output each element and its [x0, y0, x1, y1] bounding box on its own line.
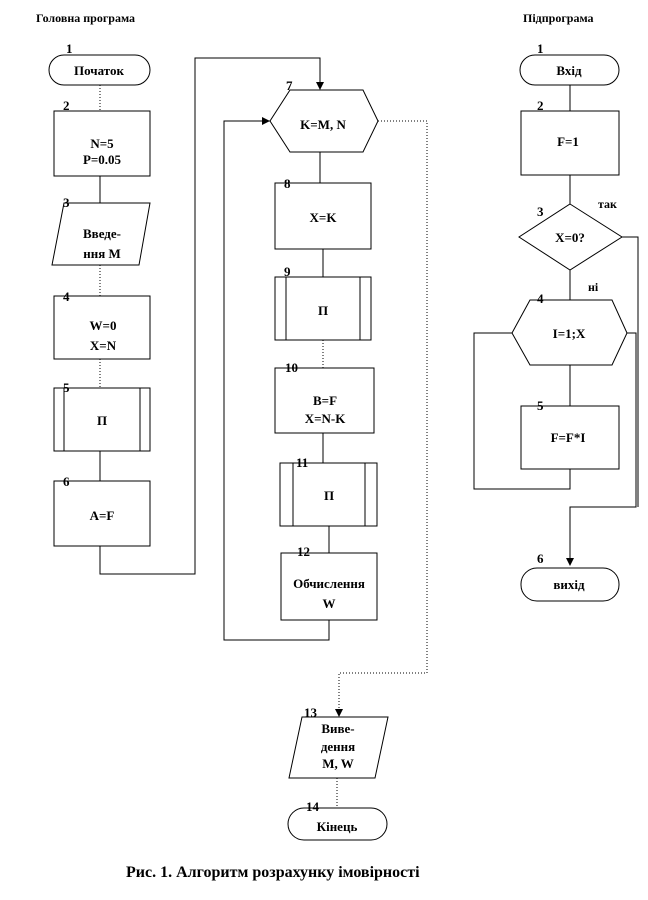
main-block-5-label: П — [97, 413, 107, 428]
sub-block-6-label: вихід — [553, 577, 585, 592]
main-block-4-line-2: X=N — [90, 338, 117, 353]
main-block-9-number: 9 — [284, 264, 291, 279]
main-block-5-number: 5 — [63, 380, 70, 395]
decision-yes-label: так — [598, 197, 617, 211]
main-block-14-end: 14 Кінець — [287, 799, 388, 841]
sub-block-4-number: 4 — [537, 291, 544, 306]
main-block-10-number: 10 — [285, 360, 298, 375]
main-block-3-line-2: ння M — [83, 246, 121, 261]
main-block-1-label: Початок — [74, 63, 124, 78]
main-block-13-number: 13 — [304, 705, 318, 720]
main-block-2-line-2: P=0.05 — [83, 152, 122, 167]
main-block-12-number: 12 — [297, 544, 310, 559]
main-block-6-process: 6 A=F — [53, 474, 151, 547]
main-block-2-line-1: N=5 — [90, 136, 114, 151]
sub-block-1-entry: 1 Вхід — [519, 41, 620, 86]
subprogram-header: Підпрограма — [523, 11, 594, 25]
sub-block-5-label: F=F*I — [551, 430, 586, 445]
sub-block-2-process: 2 F=1 — [520, 98, 620, 176]
sub-block-5-process: 5 F=F*I — [520, 398, 620, 470]
main-block-3-input: 3 Введе- ння M — [51, 195, 151, 266]
main-block-3-line-1: Введе- — [83, 226, 121, 241]
main-block-10-process: 10 B=F X=N-K — [274, 360, 375, 434]
sub-block-1-number: 1 — [537, 41, 544, 56]
main-block-5-subroutine: 5 П — [53, 380, 151, 452]
main-block-14-label: Кінець — [317, 819, 358, 834]
main-block-4-number: 4 — [63, 289, 70, 304]
main-block-12-line-2: W — [323, 596, 336, 611]
main-connectors — [99, 57, 428, 808]
main-program-header: Головна програма — [36, 11, 135, 25]
main-block-13-line-2: дення — [321, 739, 355, 754]
main-block-1-number: 1 — [66, 41, 73, 56]
main-block-3-number: 3 — [63, 195, 70, 210]
main-block-8-number: 8 — [284, 176, 291, 191]
main-block-9-subroutine: 9 П — [274, 264, 372, 341]
sub-block-2-number: 2 — [537, 98, 544, 113]
sub-block-4-loop: 4 I=1;X — [511, 291, 628, 366]
sub-connectors — [473, 85, 639, 566]
main-block-6-number: 6 — [63, 474, 70, 489]
main-block-8-label: X=K — [310, 210, 338, 225]
main-block-7-loop: 7 K=M, N — [269, 78, 379, 153]
sub-block-6-number: 6 — [537, 551, 544, 566]
main-block-7-number: 7 — [286, 78, 293, 93]
sub-block-1-label: Вхід — [556, 63, 582, 78]
main-block-6-label: A=F — [90, 508, 115, 523]
sub-block-6-exit: 6 вихід — [520, 551, 620, 602]
main-block-12-line-1: Обчислення — [293, 576, 365, 591]
main-block-13-line-1: Виве- — [321, 721, 354, 736]
sub-block-3-label: X=0? — [555, 230, 585, 245]
sub-block-4-label: I=1;X — [553, 326, 586, 341]
main-block-2-process: 2 N=5 P=0.05 — [53, 98, 151, 177]
main-block-2-number: 2 — [63, 98, 70, 113]
main-block-4-process: 4 W=0 X=N — [53, 289, 151, 360]
sub-block-3-number: 3 — [537, 204, 544, 219]
main-block-11-subroutine: 11 П — [279, 455, 378, 527]
figure-caption: Рис. 1. Алгоритм розрахунку імовірності — [126, 864, 420, 881]
main-block-11-label: П — [324, 488, 334, 503]
sub-block-5-number: 5 — [537, 398, 544, 413]
decision-no-label: ні — [588, 280, 599, 294]
main-block-4-line-1: W=0 — [90, 318, 117, 333]
main-block-13-line-3: M, W — [322, 756, 354, 771]
main-block-9-label: П — [318, 303, 328, 318]
main-block-10-line-2: X=N-K — [305, 411, 347, 426]
main-block-11-number: 11 — [296, 455, 308, 470]
main-block-10-line-1: B=F — [313, 393, 337, 408]
main-block-14-number: 14 — [306, 799, 320, 814]
main-block-7-label: K=M, N — [300, 117, 346, 132]
main-block-13-output: 13 Виве- дення M, W — [288, 705, 389, 779]
main-block-1-start: 1 Початок — [48, 41, 151, 86]
main-block-8-process: 8 X=K — [274, 176, 372, 250]
main-block-12-process: 12 Обчислення W — [280, 544, 378, 621]
sub-block-3-decision: 3 X=0? так ні — [518, 197, 623, 294]
sub-block-2-label: F=1 — [557, 134, 579, 149]
